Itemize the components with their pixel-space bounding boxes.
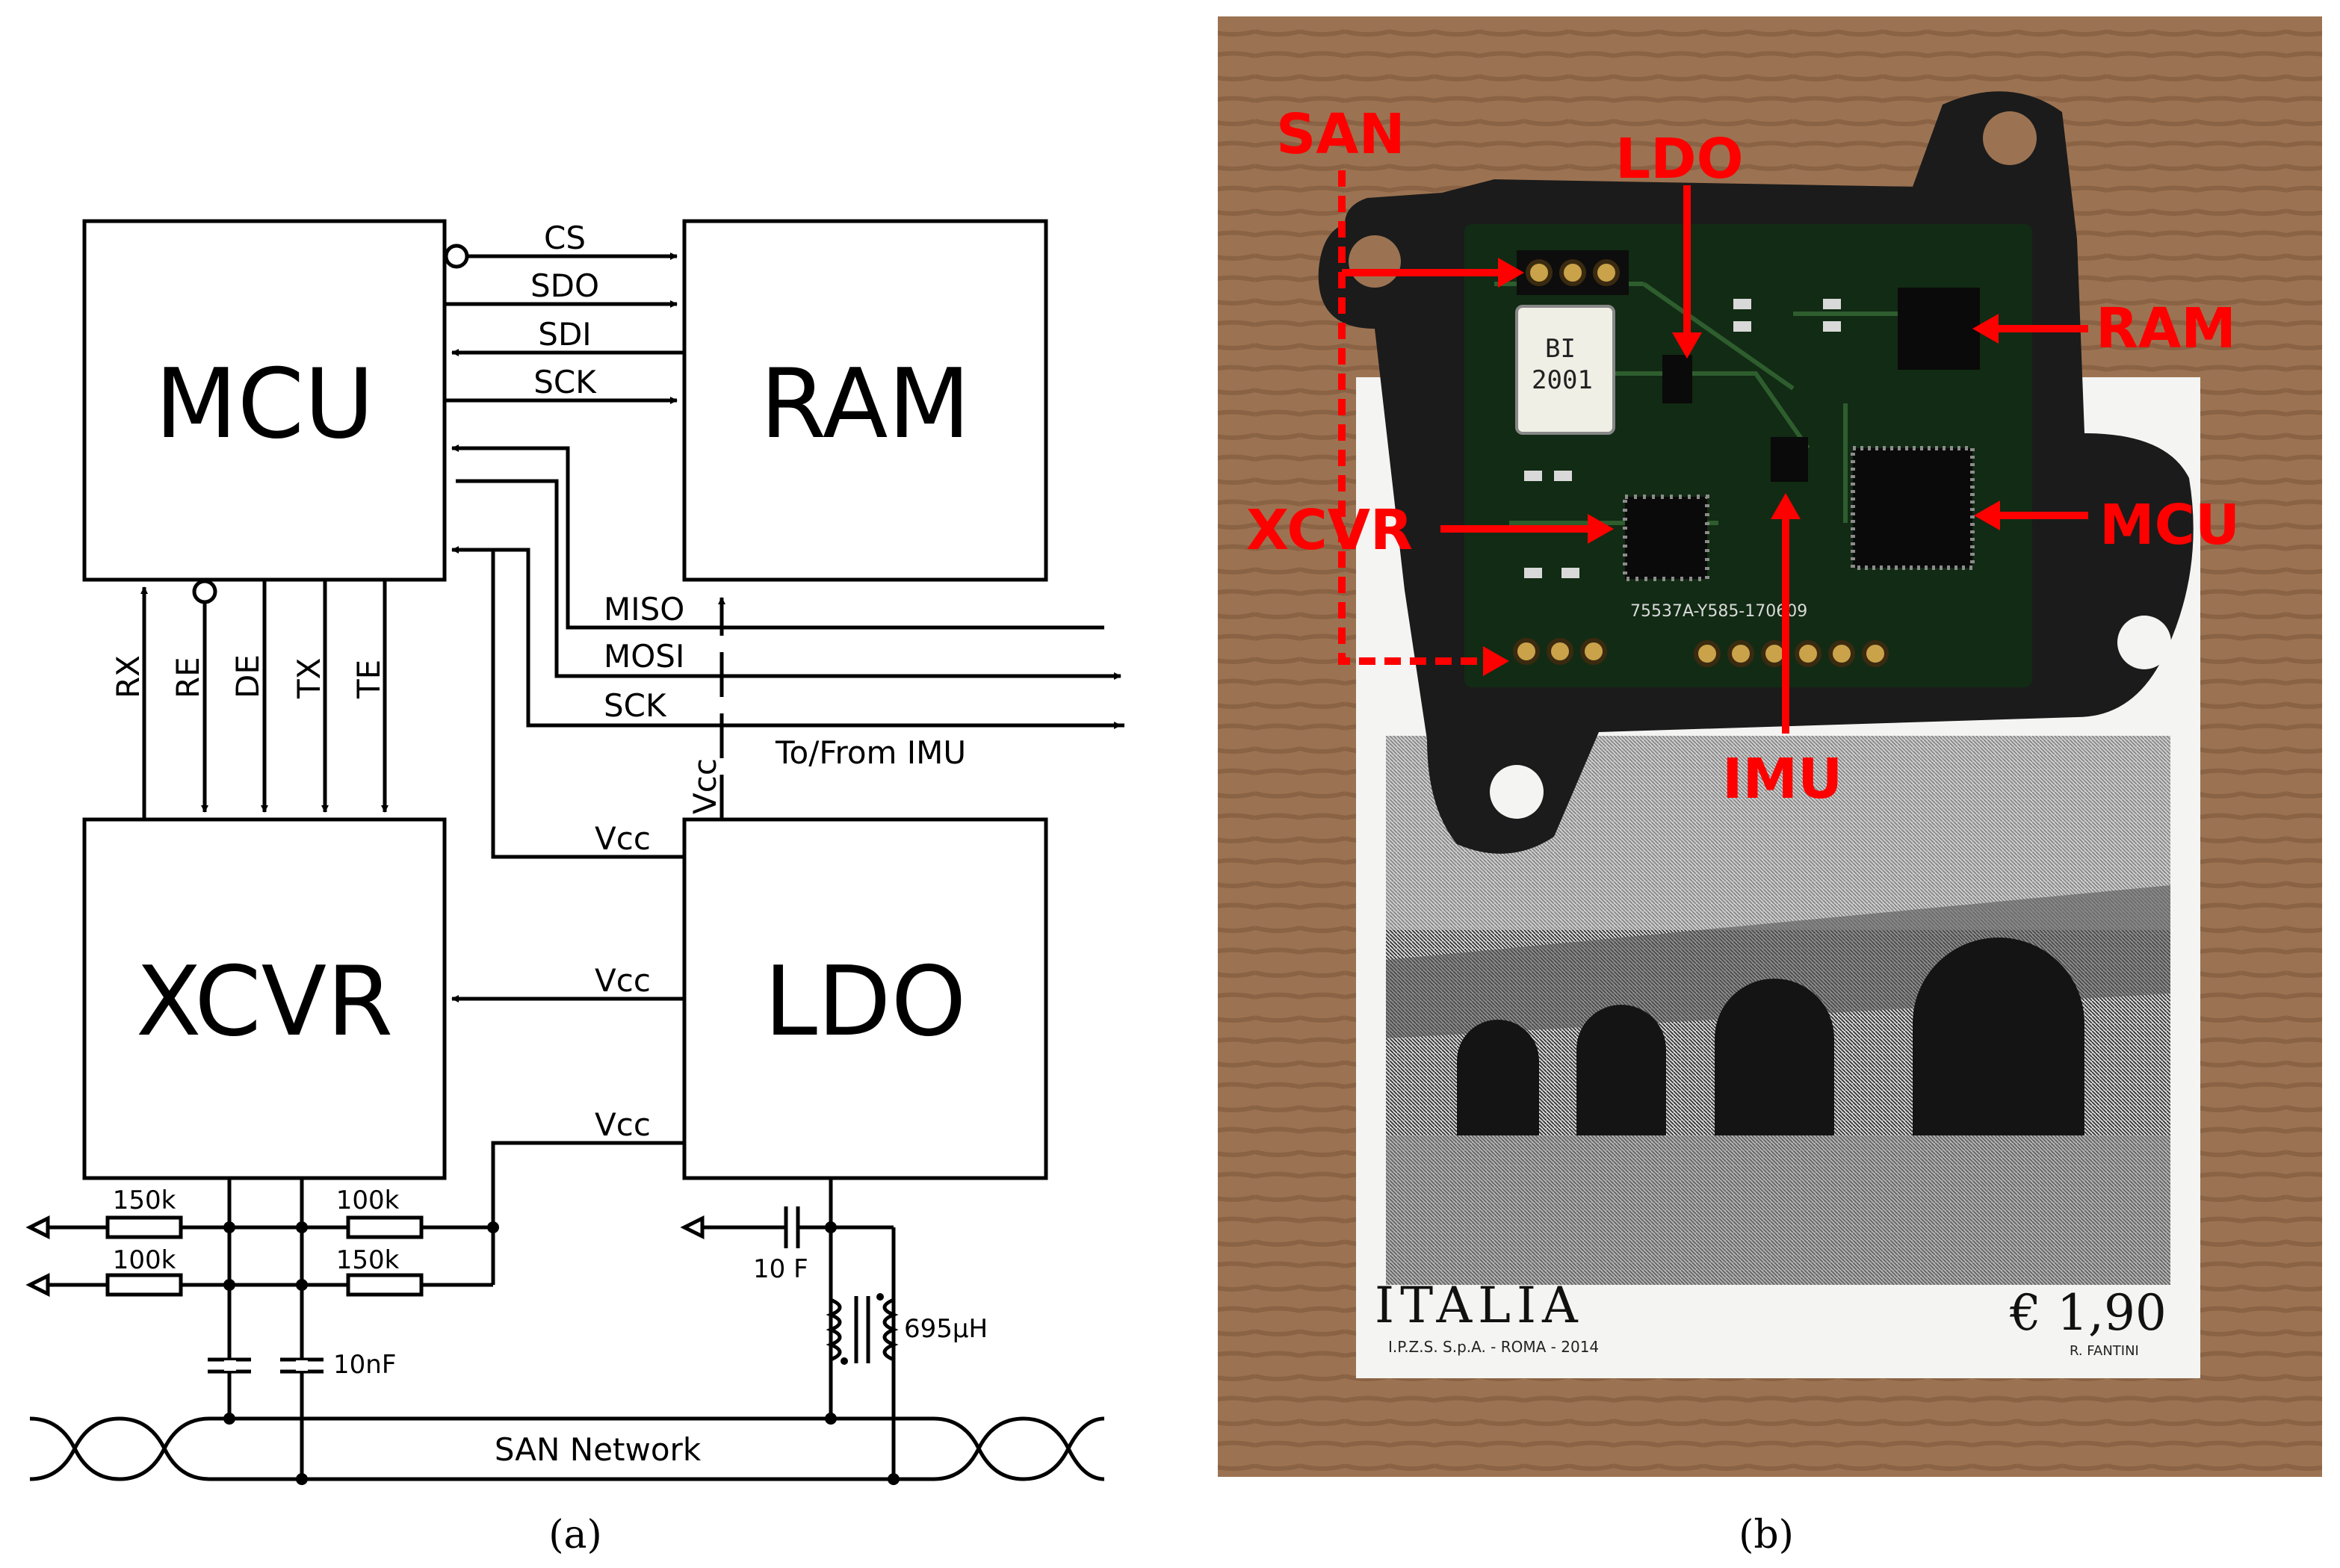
photo-label-mcu: MCU bbox=[2099, 493, 2240, 557]
ldo-block bbox=[682, 817, 1048, 1180]
resistor-100k-right bbox=[346, 1215, 424, 1239]
miso-label: MISO bbox=[604, 591, 684, 627]
xcvr-chip bbox=[1623, 495, 1709, 581]
mcu-label: MCU bbox=[155, 349, 374, 460]
vcc-bias-label: Vcc bbox=[595, 1106, 651, 1143]
imu-arrowhead bbox=[1771, 493, 1801, 519]
stamp-country: ITALIA bbox=[1375, 1277, 1584, 1334]
inductor-marking-1: BI bbox=[1545, 334, 1576, 364]
schematic-panel: MCU RAM XCVR LDO CS SDO SDI SCK MISO MOS… bbox=[25, 219, 1124, 1558]
pcb: BI 2001 75537A-Y585-170609 bbox=[1464, 224, 2032, 687]
mosi-label: MOSI bbox=[604, 638, 684, 675]
re-label: RE bbox=[170, 657, 206, 698]
stamp-printer: I.P.Z.S. S.p.A. - ROMA - 2014 bbox=[1388, 1338, 1599, 1356]
tx-label: TX bbox=[291, 658, 327, 699]
resistor-150k-left bbox=[105, 1215, 183, 1239]
photo-label-san: SAN bbox=[1276, 102, 1405, 167]
inductor-coil-left bbox=[826, 1298, 842, 1362]
san-twist-right bbox=[933, 1416, 1105, 1481]
vcc-xcvr-label: Vcc bbox=[595, 962, 651, 999]
resistor-100k-left bbox=[105, 1273, 183, 1297]
ram-arrowhead bbox=[1972, 314, 1999, 344]
vcc-bias-wire bbox=[491, 1141, 684, 1285]
mcu-block bbox=[82, 219, 447, 582]
vcc-mcu-label: Vcc bbox=[595, 820, 651, 857]
pcb-code: 75537A-Y585-170609 bbox=[1630, 602, 1807, 621]
cap-b-gap bbox=[296, 1360, 308, 1371]
san-arrowhead-top bbox=[1498, 258, 1524, 288]
inductor-label: 695µH bbox=[904, 1314, 988, 1344]
de-label: DE bbox=[229, 654, 266, 698]
stamp-value: € 1,90 bbox=[2009, 1284, 2167, 1342]
sdi-label: SDI bbox=[538, 316, 591, 353]
out-arrow-1 bbox=[25, 1215, 50, 1240]
photo-label-ram: RAM bbox=[2096, 297, 2236, 361]
photo-label-ldo: LDO bbox=[1615, 127, 1744, 191]
cap-10f-label: 10 F bbox=[753, 1254, 808, 1284]
ldo-arrowhead bbox=[1672, 332, 1702, 359]
vcc-imu-label: Vcc bbox=[687, 758, 723, 814]
cap-a-gap bbox=[224, 1360, 236, 1371]
inductor-dot-left bbox=[841, 1357, 848, 1365]
photo-panel: ITALIA I.P.Z.S. S.p.A. - ROMA - 2014 € 1… bbox=[1218, 16, 2322, 1558]
miso-wire bbox=[451, 444, 1104, 630]
rx-label: RX bbox=[110, 655, 146, 698]
mcu-arrowhead bbox=[1974, 501, 2000, 530]
ldo-label: LDO bbox=[764, 946, 967, 1058]
caption-a: (a) bbox=[548, 1513, 602, 1558]
resistor-150k-right bbox=[346, 1273, 424, 1297]
resistor-label-2: 100k bbox=[336, 1186, 400, 1215]
xcvr-label: XCVR bbox=[136, 946, 393, 1058]
ram-chip bbox=[1898, 288, 1980, 370]
inductor-marking-2: 2001 bbox=[1532, 365, 1593, 395]
san-arrowhead-bottom bbox=[1483, 646, 1509, 676]
mcu-chip bbox=[1851, 446, 1975, 570]
sck-imu-label: SCK bbox=[604, 687, 667, 724]
ram-block bbox=[682, 219, 1048, 582]
imu-link-label: To/From IMU bbox=[775, 734, 966, 771]
san-dashed-line bbox=[1338, 170, 1487, 665]
vcc-mcu-wire bbox=[452, 548, 684, 859]
photo-annotations: SAN LDO RAM XCVR MCU IMU bbox=[1246, 102, 2240, 811]
san-network-label: SAN Network bbox=[495, 1431, 702, 1468]
sck-ram-label: SCK bbox=[533, 364, 597, 400]
ram-label: RAM bbox=[760, 349, 971, 460]
sdo-label: SDO bbox=[530, 267, 599, 304]
junction-dots bbox=[223, 1221, 900, 1485]
resistor-label-4: 150k bbox=[336, 1245, 400, 1275]
san-twist-left bbox=[29, 1416, 210, 1481]
resistor-label-3: 100k bbox=[113, 1245, 176, 1275]
cs-label: CS bbox=[544, 220, 586, 256]
cs-inversion-bubble bbox=[444, 244, 469, 269]
out-arrow-3 bbox=[680, 1215, 705, 1240]
xcvr-block bbox=[82, 817, 447, 1180]
mosi-wire bbox=[456, 479, 1121, 680]
imu-chip bbox=[1771, 437, 1808, 482]
stamp-artist: R. FANTINI bbox=[2070, 1343, 2139, 1359]
photo-label-imu: IMU bbox=[1722, 747, 1842, 811]
photo-label-xcvr: XCVR bbox=[1246, 498, 1413, 563]
resistor-label-1: 150k bbox=[113, 1186, 176, 1215]
re-inversion-bubble bbox=[192, 579, 217, 604]
out-arrow-2 bbox=[25, 1272, 50, 1298]
caption-b: (b) bbox=[1739, 1513, 1794, 1558]
cap-10nf-label: 10nF bbox=[333, 1350, 396, 1380]
te-label: TE bbox=[350, 660, 387, 699]
inductor-dot-right bbox=[876, 1293, 884, 1301]
ldo-chip bbox=[1662, 355, 1692, 403]
xcvr-arrowhead bbox=[1588, 514, 1614, 544]
inductor-coil-right bbox=[882, 1298, 899, 1362]
